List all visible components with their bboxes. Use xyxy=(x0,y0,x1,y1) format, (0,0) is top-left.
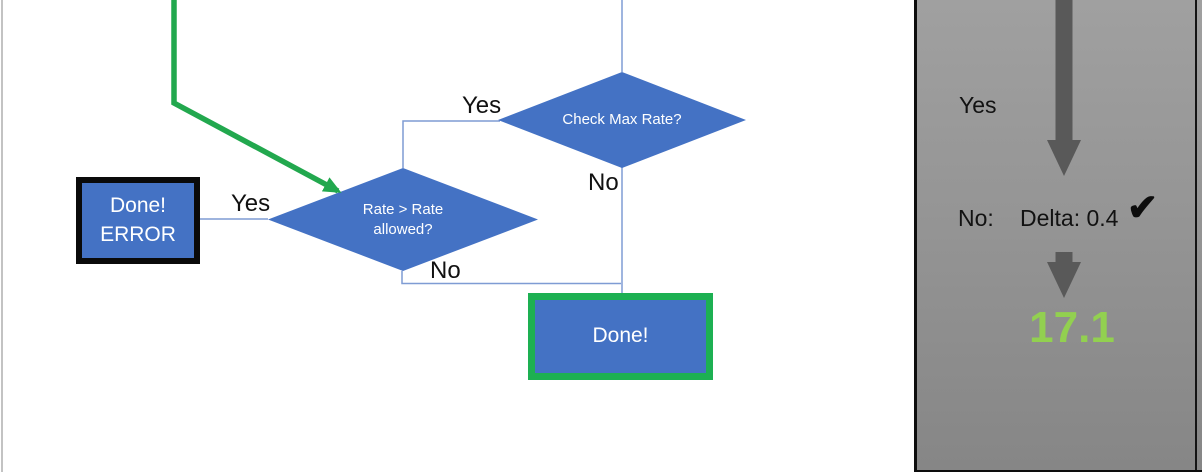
decision-rate-greater-than-allowed: Rate > Rate allowed? xyxy=(268,168,538,271)
panel-right-border-line xyxy=(1195,0,1197,470)
check-mark-icon: ✔ xyxy=(1127,187,1159,228)
done-error-line2: ERROR xyxy=(100,222,176,246)
panel-delta-value: Delta: 0.4 xyxy=(1020,205,1119,231)
done-box-label: Done! xyxy=(592,324,649,348)
decision-check-max-rate: Check Max Rate? xyxy=(498,72,746,168)
panel-result-value: 17.1 xyxy=(1029,303,1115,352)
rate-allowed-yes-label: Yes xyxy=(231,190,271,217)
green-path-arrow-line xyxy=(171,0,342,194)
decision-rate-greater-than-allowed-label: Rate > Rate allowed? xyxy=(362,201,444,238)
done-error-line1: Done! xyxy=(109,194,167,218)
slide-left-edge-line xyxy=(1,0,3,472)
check-max-no-label: No xyxy=(588,169,619,196)
check-max-yes-label: Yes xyxy=(462,92,502,119)
connector-check-max-yes xyxy=(402,120,500,168)
panel-no-label: No: xyxy=(958,205,994,231)
panel-arrows xyxy=(1047,0,1081,298)
decision-check-max-rate-label: Check Max Rate? xyxy=(562,111,682,129)
done-box: Done! xyxy=(528,293,713,380)
panel-yes-label: Yes xyxy=(959,92,997,118)
rate-allowed-no-label: No xyxy=(430,257,461,284)
annotation-side-panel: Yes No: Delta: 0.4 ✔ 17.1 xyxy=(914,0,1202,472)
done-error-box: Done! ERROR xyxy=(76,177,200,264)
